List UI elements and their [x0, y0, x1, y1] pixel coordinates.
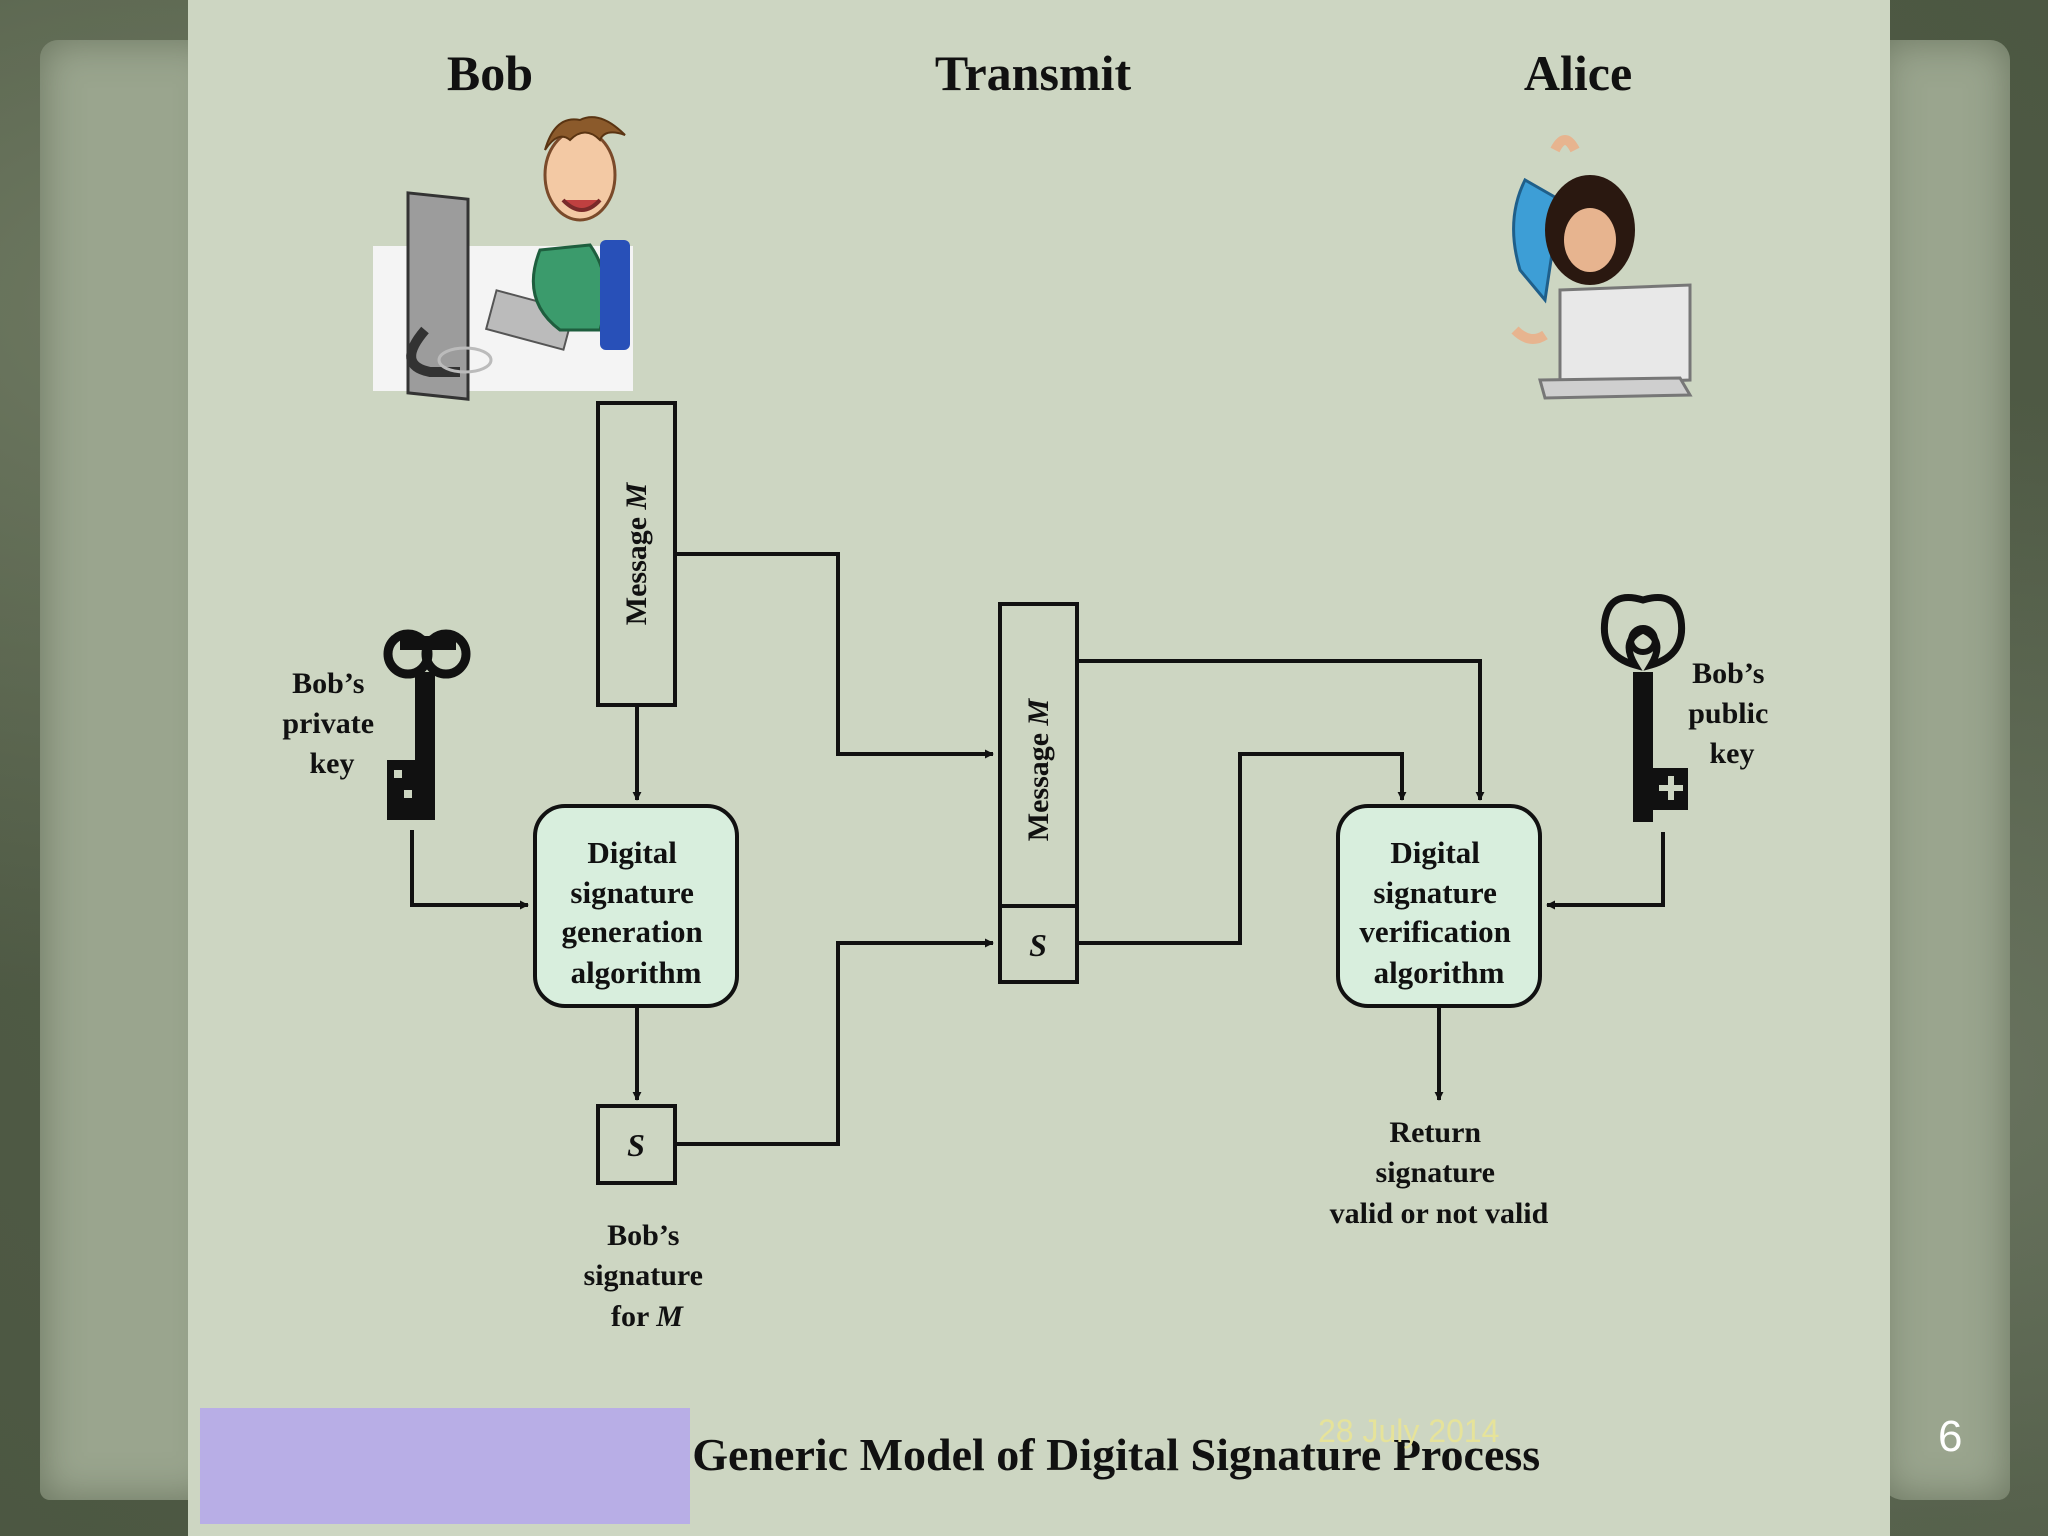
transmit-message-label: Message M	[1022, 697, 1055, 841]
bob-message-box	[596, 401, 677, 707]
bob-computer-illustration	[373, 116, 633, 401]
bob-private-key-icon	[383, 629, 471, 820]
heading-transmit: Transmit	[935, 45, 1132, 101]
bob-public-key-icon	[1600, 594, 1688, 822]
generation-algorithm-box	[533, 804, 739, 1008]
arrow-transmit-signature-to-verification	[1077, 752, 1407, 945]
heading-bob: Bob	[447, 45, 533, 101]
bob-public-key-label: Bob’s public key	[1688, 657, 1776, 770]
arrow-transmit-message-to-verification	[1077, 659, 1485, 801]
arrow-signature-to-transmit	[676, 938, 994, 1146]
bob-signature-box	[596, 1104, 677, 1185]
alice-laptop-illustration	[1511, 135, 1693, 400]
bob-message-label: Message M	[620, 481, 653, 625]
heading-alice: Alice	[1524, 45, 1632, 101]
transmit-signature-var: S	[1029, 927, 1047, 963]
return-signature-label: Return signature valid or not valid	[1330, 1116, 1549, 1230]
page-number: 6	[1938, 1412, 1963, 1461]
footer-date: 28 July 2014	[1318, 1413, 1500, 1449]
arrow-public-key-to-verification	[1546, 832, 1665, 910]
figure-caption: l Generic Model of Digital Signature Pro…	[668, 1429, 1540, 1480]
bob-signature-caption: Bob’s signature for M	[584, 1219, 711, 1333]
redaction-box	[200, 1408, 690, 1524]
verification-algorithm-box	[1336, 804, 1542, 1008]
bob-signature-var: S	[627, 1127, 645, 1163]
paper-edge-right	[1880, 40, 2010, 1500]
connector-lines	[410, 552, 1665, 1146]
generation-algorithm-label: Digital signature generation algorithm	[562, 835, 711, 990]
bob-private-key-label: Bob’s private key	[282, 667, 381, 780]
arrow-message-to-transmit	[676, 552, 994, 759]
verification-algorithm-label: Digital signature verification algorithm	[1359, 835, 1518, 990]
arrow-private-key-to-generation	[410, 830, 529, 910]
